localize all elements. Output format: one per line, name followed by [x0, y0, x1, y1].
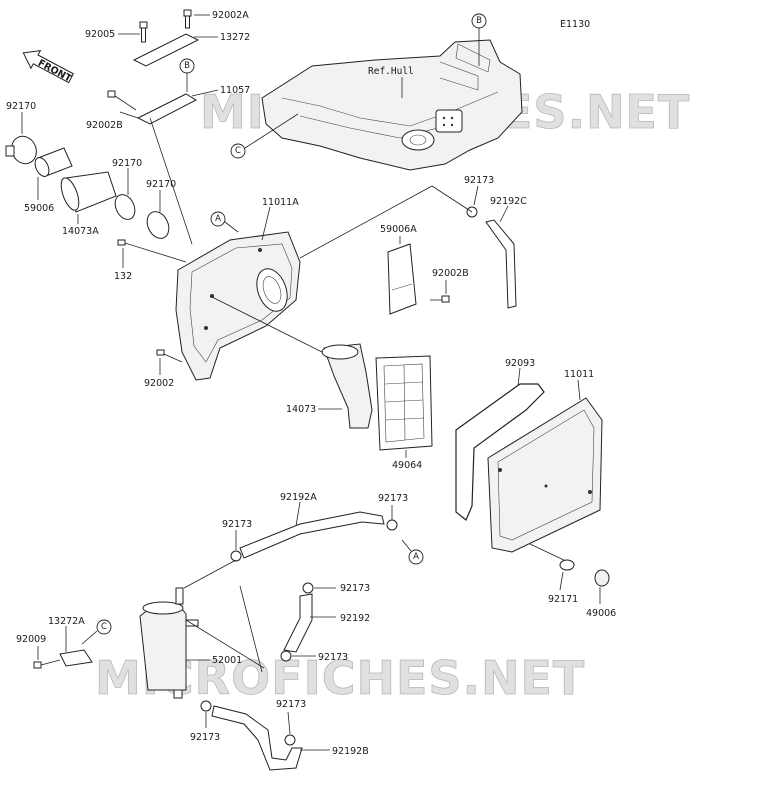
ref-marker-c-hull: C: [230, 143, 246, 159]
label-92009: 92009: [16, 634, 46, 645]
clamp-92173-d: [280, 650, 292, 662]
label-49064: 49064: [392, 460, 422, 471]
bolt-92002a: [183, 9, 192, 29]
filter-49064: [375, 355, 433, 451]
bolt-132: [117, 239, 187, 263]
label-59006: 59006: [24, 203, 54, 214]
label-14073a: 14073A: [62, 226, 99, 237]
duct-14073: [321, 343, 373, 429]
ref-marker-a-box: A: [210, 211, 226, 227]
label-49006: 49006: [586, 608, 616, 619]
label-92170-c: 92170: [146, 179, 176, 190]
ref-hull-label: Ref.Hull: [368, 66, 414, 77]
label-92173-f: 92173: [276, 699, 306, 710]
label-92170-b: 92170: [112, 158, 142, 169]
ref-marker-b-bracket: B: [179, 58, 195, 74]
label-92173-top: 92173: [464, 175, 494, 186]
airbox-case-11011a: [175, 231, 301, 381]
hose-92192c: [485, 219, 517, 309]
bolt-92009: [33, 659, 61, 669]
hose-92192a: [239, 511, 385, 559]
front-arrow-icon: FRONT: [22, 49, 75, 85]
canister-52001: [139, 587, 199, 699]
svg-text:A: A: [215, 214, 221, 224]
label-92192a: 92192A: [280, 492, 317, 503]
label-92170-a: 92170: [6, 101, 36, 112]
label-92093: 92093: [505, 358, 535, 369]
svg-text:B: B: [476, 16, 482, 26]
bolt-92005: [139, 21, 148, 43]
gasket-92093: [455, 383, 545, 521]
label-92002a: 92002A: [212, 10, 249, 21]
ref-marker-b-hull: B: [471, 13, 487, 29]
svg-text:FRONT: FRONT: [36, 58, 74, 85]
label-92192c: 92192C: [490, 196, 527, 207]
clamp-92173-a: [230, 550, 242, 562]
svg-text:C: C: [101, 622, 107, 632]
label-92005: 92005: [85, 29, 115, 40]
hull-reference: [261, 39, 523, 171]
ref-marker-c-bracket: C: [96, 619, 112, 635]
ring-59006: [34, 147, 73, 177]
bracket-11057: [136, 93, 198, 125]
cap-49006: [594, 569, 610, 587]
bracket-13272: [132, 33, 200, 67]
label-92192: 92192: [340, 613, 370, 624]
label-92173-b: 92173: [378, 493, 408, 504]
label-92002b-mid: 92002B: [432, 268, 469, 279]
label-92173-a: 92173: [222, 519, 252, 530]
svg-text:A: A: [413, 552, 419, 562]
hose-92192b: [211, 705, 303, 771]
clamp-92170-b: [114, 194, 136, 220]
clamp-92171: [559, 559, 575, 571]
clamp-92173-e: [200, 700, 212, 712]
svg-text:C: C: [235, 146, 241, 156]
clamp-92170-a: [5, 135, 37, 165]
bolt-92002: [156, 349, 183, 363]
label-14073: 14073: [286, 404, 316, 415]
label-132: 132: [114, 271, 132, 282]
bolt-92002b-top: [107, 90, 137, 111]
label-11011a: 11011A: [262, 197, 299, 208]
clamp-92173-c: [302, 582, 314, 594]
bracket-13272a: [59, 649, 93, 667]
clamp-92173-f: [284, 734, 296, 746]
hose-92192: [283, 593, 313, 653]
plate-59006a: [387, 243, 417, 315]
label-92002: 92002: [144, 378, 174, 389]
ref-marker-a-hose: A: [408, 549, 424, 565]
label-92192b: 92192B: [332, 746, 369, 757]
diagram-code: E1130: [560, 19, 590, 30]
label-92173-c: 92173: [340, 583, 370, 594]
tube-14073a: [60, 171, 117, 213]
label-13272a: 13272A: [48, 616, 85, 627]
label-52001: 52001: [212, 655, 242, 666]
svg-text:B: B: [184, 61, 190, 71]
bolt-92002b-mid: [430, 295, 450, 303]
clamp-92170-c: [146, 211, 170, 239]
label-59006a: 59006A: [380, 224, 417, 235]
label-11011: 11011: [564, 369, 594, 380]
airbox-cover-11011: [487, 397, 603, 553]
clamp-92173-b: [386, 519, 398, 531]
label-92173-e: 92173: [190, 732, 220, 743]
label-13272: 13272: [220, 32, 250, 43]
label-11057: 11057: [220, 85, 250, 96]
label-92002b-top: 92002B: [86, 120, 123, 131]
label-92171: 92171: [548, 594, 578, 605]
label-92173-d: 92173: [318, 652, 348, 663]
